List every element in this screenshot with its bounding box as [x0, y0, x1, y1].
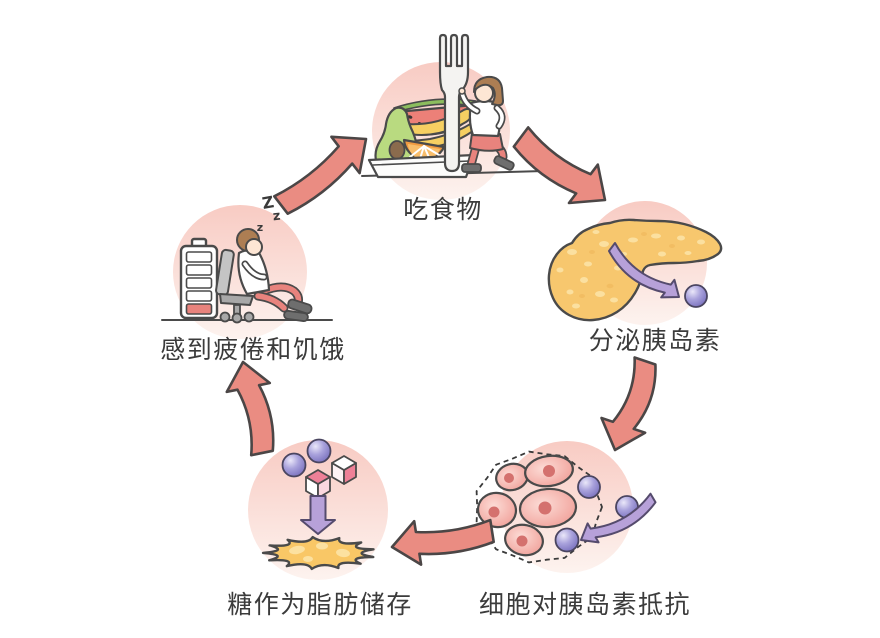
- stage-cells-resist-illustration: [475, 450, 657, 564]
- cycle-arrow-eat-to-insulin: [512, 126, 607, 205]
- sleeping-person: [236, 228, 313, 323]
- sleep-z-2: z: [272, 209, 281, 225]
- stage-sugar-fat-illustration: [261, 438, 375, 571]
- cycle-arrow-cells-to-fat: [390, 518, 495, 566]
- face: [245, 238, 263, 256]
- sugar-to-fat-arrow: [300, 495, 336, 535]
- sugar-to-fat-arrow-slot: [300, 495, 336, 535]
- stage-tired-illustration: Z z z: [161, 192, 333, 324]
- shoe-icon: [461, 163, 482, 173]
- insulin-blocked-arrow: [580, 492, 657, 544]
- stage-eat-food-illustration: [361, 33, 545, 179]
- cycle-arrow-insulin-to-cells: [600, 356, 657, 452]
- stage-secrete-insulin-illustration: [547, 218, 723, 322]
- insulin-release-arrow: [608, 242, 680, 299]
- office-chair-icon: [215, 248, 255, 324]
- fat-blob-icon: [261, 535, 375, 571]
- cycle-arrow-tired-to-eat: [273, 135, 368, 215]
- stage-label-cells-resist: 细胞对胰岛素抵抗: [478, 590, 692, 619]
- stage-label-secrete-insulin: 分泌胰岛素: [588, 326, 722, 355]
- cycle-arrow-fat-to-tired: [225, 360, 275, 457]
- stage-label-eat-food: 吃食物: [403, 195, 483, 224]
- sugar-spheres: [281, 438, 332, 478]
- sleep-z-3: z: [257, 221, 263, 234]
- cell-cluster: [476, 454, 578, 557]
- low-battery-icon: [179, 237, 219, 320]
- fat-highlights: [289, 542, 350, 562]
- hair: [473, 75, 504, 107]
- pancreas-texture: [556, 230, 705, 309]
- zzz-text: Z z z: [257, 192, 281, 234]
- stage-label-sugar-fat: 糖作为脂肪储存: [227, 590, 413, 619]
- insulin-blocked-arrow-slot: [580, 492, 657, 544]
- sleep-z-1: Z: [261, 192, 276, 213]
- insulin-release-arrow-slot: [608, 242, 680, 299]
- cell-nuclei: [488, 465, 555, 547]
- fork-icon: [438, 33, 470, 173]
- sugar-cube-icon: [331, 455, 357, 485]
- eating-person: [458, 75, 515, 173]
- insulin-sphere-icon: [684, 284, 708, 308]
- cycle-arrows: [225, 126, 657, 566]
- insulin-spheres: [554, 475, 639, 553]
- stage-label-tired: 感到疲倦和饥饿: [160, 335, 346, 364]
- sugar-cube-icon: [305, 469, 331, 499]
- battery-low-segment: [185, 303, 213, 315]
